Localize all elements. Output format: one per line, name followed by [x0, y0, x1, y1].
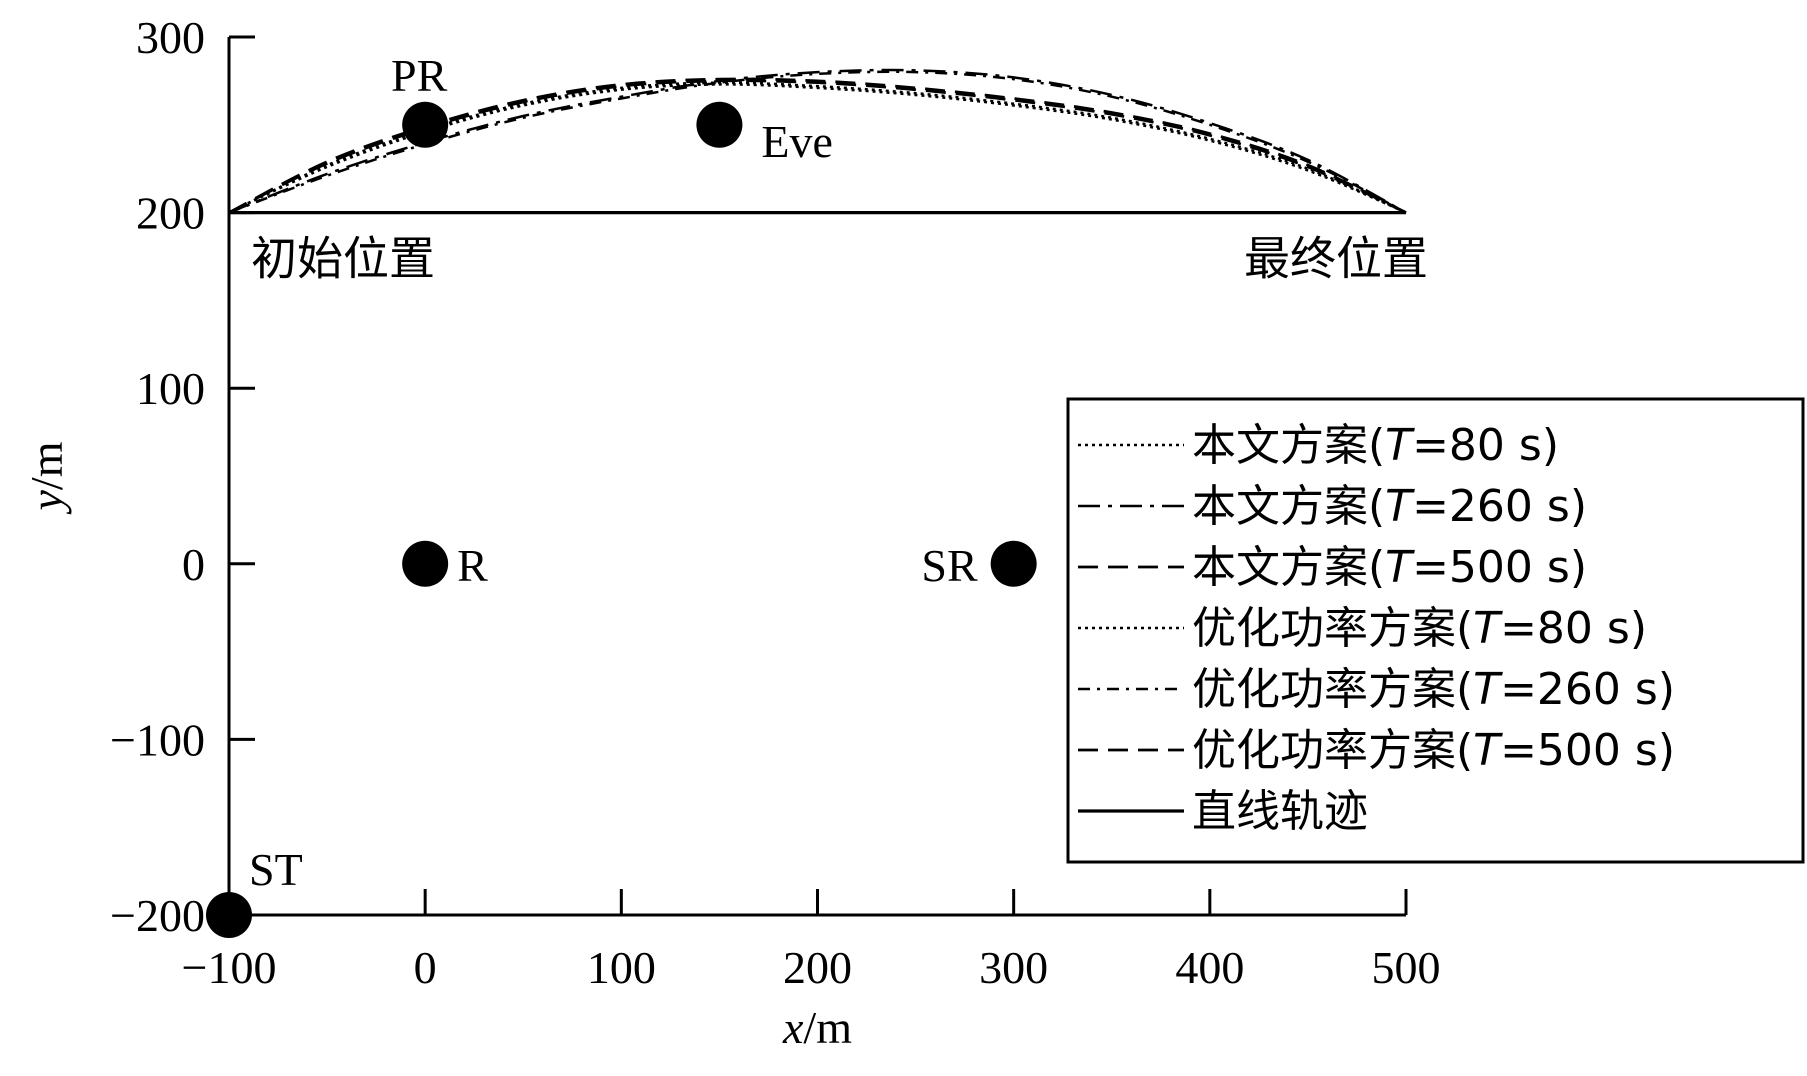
- annotation-label-2: 最终位置: [1244, 232, 1428, 286]
- legend-box: [1066, 397, 1805, 864]
- legend-label-3: 本文方案(T=500 s): [1192, 542, 1587, 593]
- series-line-2: [228, 68, 1407, 214]
- y-tick-label: 0: [182, 539, 205, 590]
- x-tick-label: 100: [587, 942, 656, 993]
- legend-label-4: 优化功率方案(T=80 s): [1192, 603, 1647, 654]
- legend-label-5: 优化功率方案(T=260 s): [1192, 664, 1675, 715]
- node-label-sr: SR: [921, 540, 978, 591]
- legend-label-7: 直线轨迹: [1192, 786, 1368, 837]
- legend-label-2: 本文方案(T=260 s): [1192, 481, 1587, 532]
- annotation-label-1: 初始位置: [251, 232, 435, 286]
- node-sr: [990, 540, 1037, 587]
- x-tick-label: 300: [979, 942, 1048, 993]
- legend: 本文方案(T=80 s) 本文方案(T=260 s) 本文方案(T=500 s) 优化…: [1066, 397, 1805, 864]
- y-tick-label: 200: [136, 188, 205, 239]
- node-label-eve: Eve: [761, 116, 833, 167]
- x-tick-label: 400: [1175, 942, 1244, 993]
- x-tick-label: −100: [182, 942, 277, 993]
- node-st: [206, 892, 252, 938]
- legend-label-1: 本文方案(T=80 s): [1192, 420, 1559, 471]
- series-layer: 初始位置 最终位置: [228, 68, 1428, 286]
- y-tick-label: 300: [136, 12, 205, 63]
- y-tick-label: −100: [110, 714, 205, 765]
- node-pr: [402, 101, 449, 148]
- node-label-st: ST: [249, 844, 303, 895]
- node-label-r: R: [457, 540, 488, 591]
- legend-label-6: 优化功率方案(T=500 s): [1192, 725, 1675, 776]
- series-line-1: [228, 81, 1407, 214]
- x-axis-title: x/m: [782, 1002, 852, 1053]
- x-tick-label: 200: [783, 942, 852, 993]
- x-tick-label: 500: [1372, 942, 1441, 993]
- node-label-pr: PR: [391, 50, 448, 101]
- y-tick-label: −200: [110, 890, 205, 941]
- node-eve: [696, 101, 743, 148]
- x-tick-label: 0: [414, 942, 437, 993]
- node-r: [402, 540, 449, 587]
- y-tick-label: 100: [136, 363, 205, 414]
- y-axis-title: y/m: [21, 441, 72, 514]
